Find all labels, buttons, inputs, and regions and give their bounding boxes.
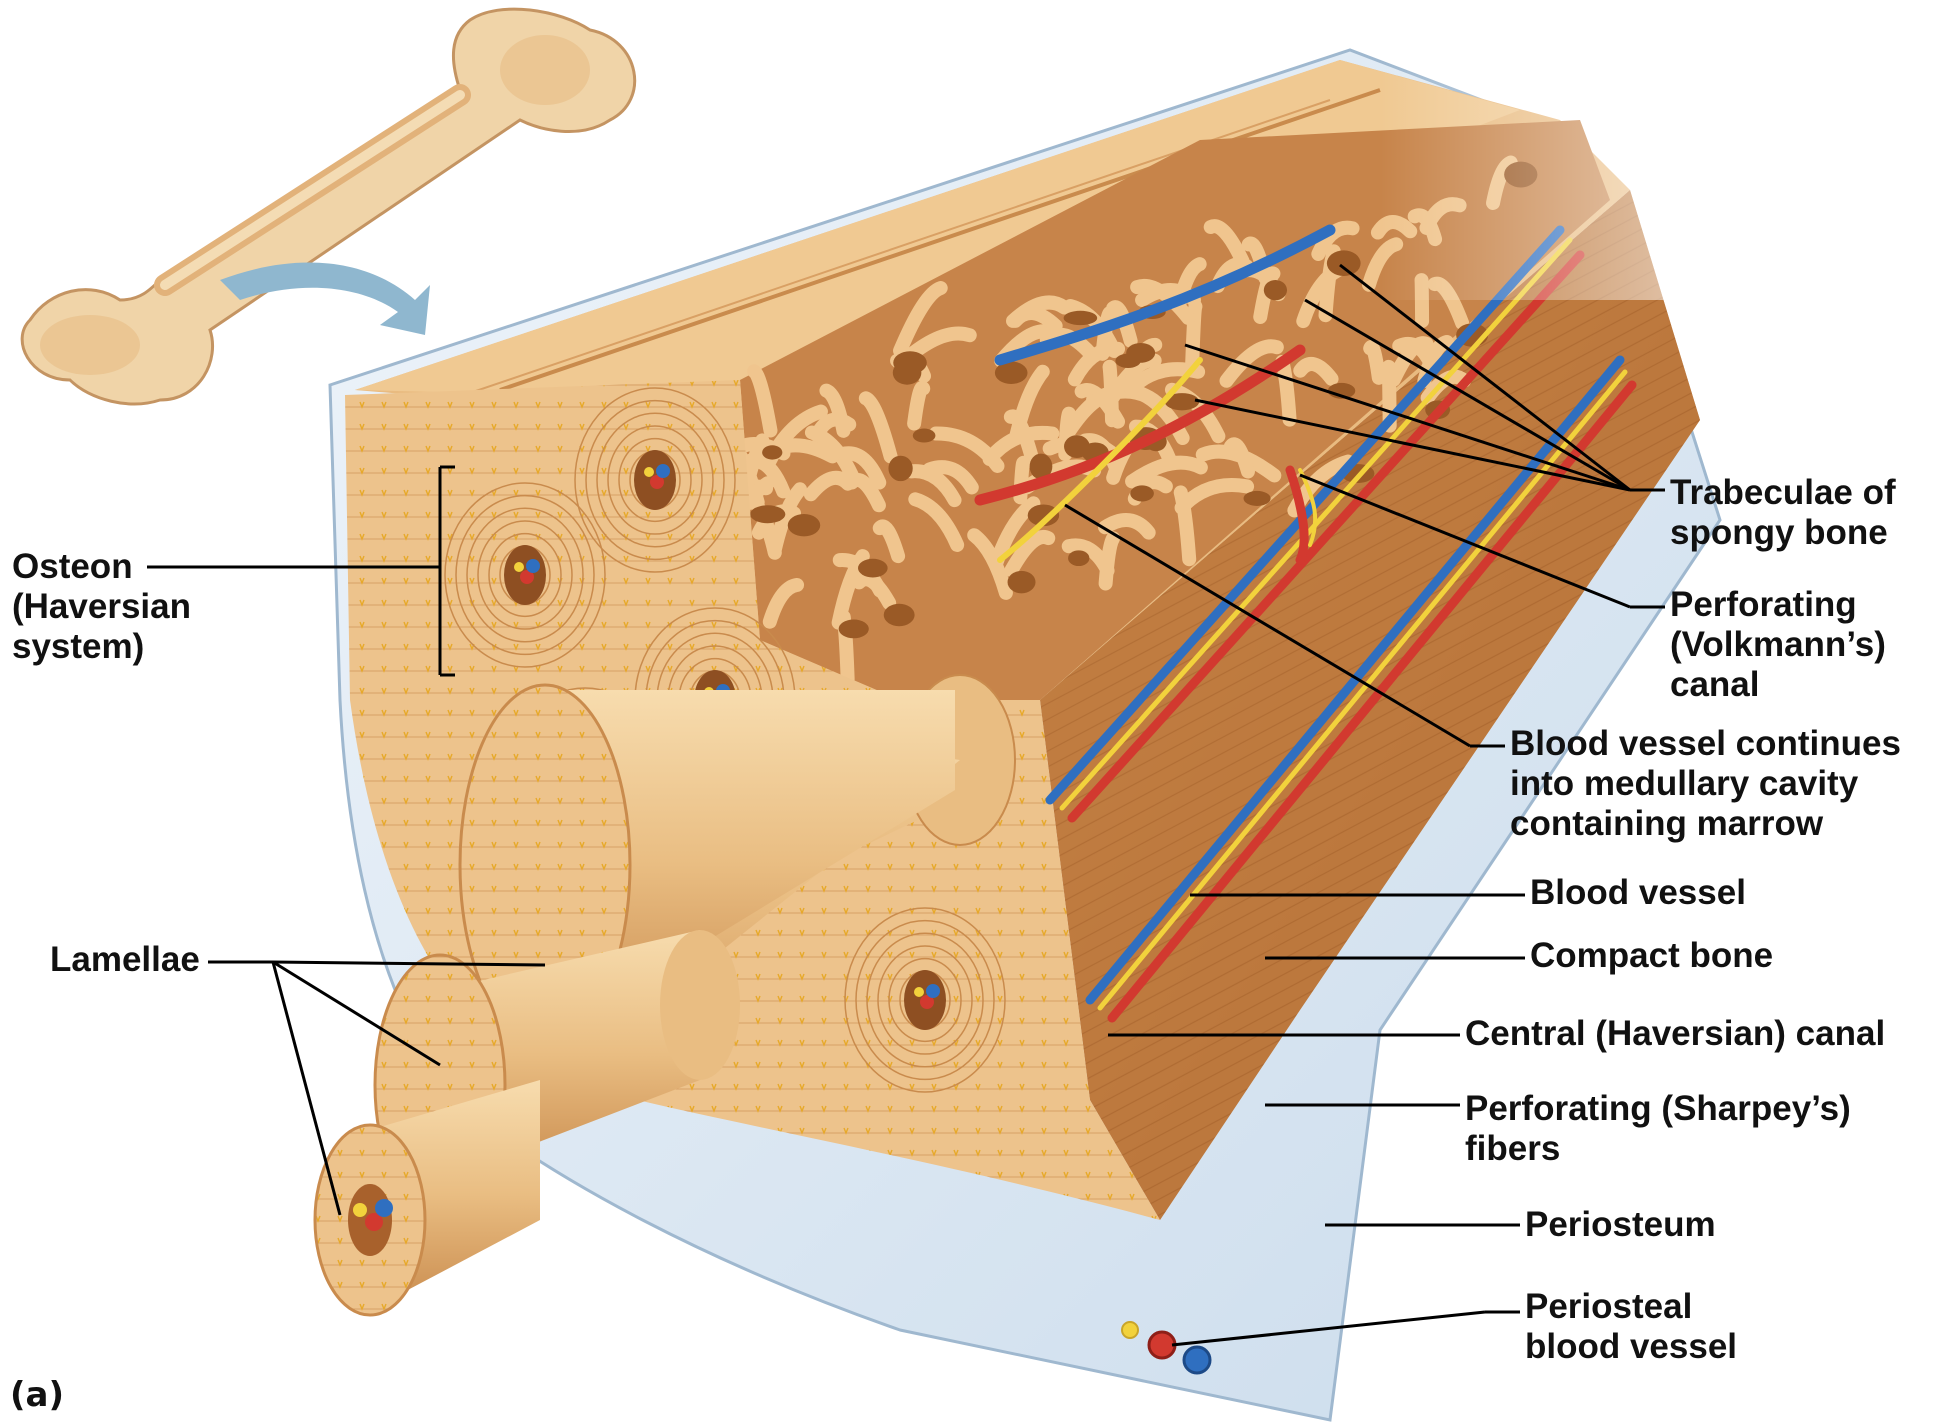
label-compact-bone-line1: Compact bone bbox=[1530, 936, 1773, 976]
panel-label: (a) bbox=[10, 1375, 64, 1415]
label-compact-bone: Compact bone bbox=[1530, 936, 1773, 976]
trabecula bbox=[1102, 313, 1110, 354]
label-sharpey-line1: Perforating (Sharpey’s) bbox=[1465, 1089, 1851, 1129]
label-lamellae-line1: Lamellae bbox=[50, 940, 200, 980]
label-volkmann-canal: Perforating (Volkmann’s) canal bbox=[1670, 585, 1886, 705]
label-periosteum-line1: Periosteum bbox=[1525, 1205, 1716, 1245]
label-central-canal-line1: Central (Haversian) canal bbox=[1465, 1014, 1885, 1054]
label-periosteal-vessel-line2: blood vessel bbox=[1525, 1327, 1737, 1367]
trabecula bbox=[1282, 362, 1289, 420]
label-sharpey-line2: fibers bbox=[1465, 1129, 1851, 1169]
marrow-space bbox=[839, 620, 869, 639]
marrow-space bbox=[1115, 354, 1140, 368]
marrow-space bbox=[884, 604, 915, 626]
label-volkmann-line2: (Volkmann’s) bbox=[1670, 625, 1886, 665]
label-central-canal: Central (Haversian) canal bbox=[1465, 1014, 1885, 1054]
label-osteon: Osteon (Haversian system) bbox=[12, 547, 191, 667]
label-osteon-line3: system) bbox=[12, 627, 191, 667]
label-bvc-line3: containing marrow bbox=[1510, 804, 1901, 844]
label-periosteum: Periosteum bbox=[1525, 1205, 1716, 1245]
marrow-space bbox=[1244, 491, 1271, 506]
marrow-space bbox=[888, 456, 912, 481]
marrow-space bbox=[762, 445, 782, 459]
marrow-space bbox=[1130, 485, 1154, 501]
marrow-space bbox=[750, 505, 785, 523]
label-bvc-line2: into medullary cavity bbox=[1510, 764, 1901, 804]
trabecula bbox=[1370, 347, 1379, 378]
label-lamellae: Lamellae bbox=[50, 940, 200, 980]
marrow-space bbox=[858, 559, 888, 578]
label-periosteal-vessel-line1: Periosteal bbox=[1525, 1287, 1737, 1327]
label-trabeculae: Trabeculae of spongy bone bbox=[1670, 473, 1896, 553]
marrow-space bbox=[1327, 250, 1361, 276]
marrow-space bbox=[1064, 311, 1098, 325]
marrow-space bbox=[1068, 550, 1089, 566]
label-osteon-line2: (Haversian bbox=[12, 587, 191, 627]
label-blood-vessel: Blood vessel bbox=[1530, 873, 1746, 913]
label-trabeculae-line1: Trabeculae of bbox=[1670, 473, 1896, 513]
label-volkmann-line1: Perforating bbox=[1670, 585, 1886, 625]
label-trabeculae-line2: spongy bone bbox=[1670, 513, 1896, 553]
label-osteon-line1: Osteon bbox=[12, 547, 191, 587]
trabecula bbox=[914, 388, 923, 424]
marrow-space bbox=[1008, 571, 1036, 593]
label-periosteal-vessel: Periosteal blood vessel bbox=[1525, 1287, 1737, 1367]
label-blood-vessel-line1: Blood vessel bbox=[1530, 873, 1746, 913]
marrow-space bbox=[1064, 435, 1090, 458]
label-bvc-line1: Blood vessel continues bbox=[1510, 724, 1901, 764]
label-sharpey-fibers: Perforating (Sharpey’s) fibers bbox=[1465, 1089, 1851, 1169]
leader-line bbox=[273, 962, 340, 1215]
label-blood-vessel-continues: Blood vessel continues into medullary ca… bbox=[1510, 724, 1901, 844]
marrow-space bbox=[893, 351, 927, 374]
label-volkmann-line3: canal bbox=[1670, 665, 1886, 705]
marrow-space bbox=[913, 429, 936, 443]
marrow-space bbox=[788, 514, 820, 536]
marrow-space bbox=[1264, 280, 1287, 300]
